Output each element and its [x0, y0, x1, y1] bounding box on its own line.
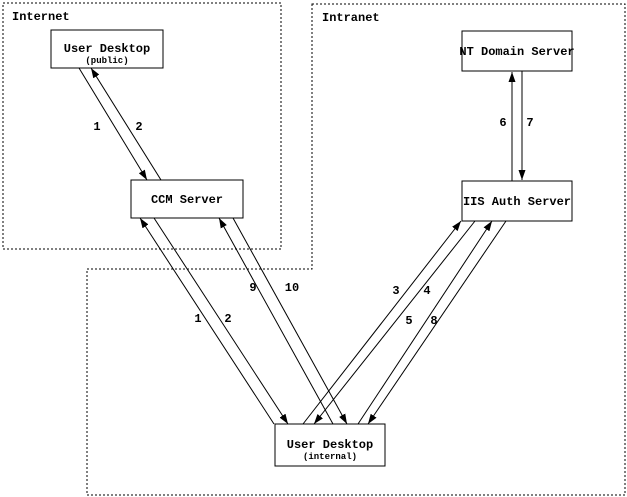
flow-1-internal-to-ccm-line — [139, 217, 275, 425]
user-desktop-internal-label: User Desktop — [287, 438, 373, 452]
flow-2-ccm-to-public-line — [90, 67, 162, 181]
internet-zone-label: Internet — [12, 10, 70, 24]
flow-5-internal-to-iis-label: 5 — [405, 314, 412, 328]
intranet-zone-border — [86, 3, 626, 496]
internet-zone-border — [2, 2, 282, 250]
nt-domain-server-box — [461, 30, 573, 72]
user-desktop-public-label: User Desktop — [64, 42, 150, 56]
flow-2-ccm-to-internal-label: 2 — [224, 312, 231, 326]
flow-10-ccm-to-internal-label: 10 — [285, 281, 299, 295]
flow-1-internal-to-ccm-label: 1 — [194, 312, 201, 326]
flow-8-iis-to-internal-line — [367, 220, 507, 425]
ccm-server-box — [130, 179, 244, 219]
flow-9-internal-to-ccm-line — [218, 217, 334, 425]
flow-5-internal-to-iis-line — [357, 220, 493, 425]
flow-4-iis-to-internal-label: 4 — [423, 284, 430, 298]
flow-10-ccm-to-internal-line — [232, 217, 348, 425]
iis-auth-server-label: IIS Auth Server — [463, 195, 571, 209]
flow-1-public-to-ccm-line — [78, 67, 148, 181]
edge-labels-layer: 1 2 1 2 9 10 3 4 5 8 6 7 — [93, 116, 533, 328]
flow-8-iis-to-internal-label: 8 — [430, 314, 437, 328]
flow-1-public-to-ccm-label: 1 — [93, 120, 100, 134]
user-desktop-public-sublabel: (public) — [85, 56, 128, 66]
flow-6-iis-to-nt-label: 6 — [499, 116, 506, 130]
flow-2-ccm-to-public-label: 2 — [135, 120, 142, 134]
flow-3-internal-to-iis-line — [302, 220, 462, 425]
ccm-server-label: CCM Server — [151, 193, 223, 207]
flow-7-nt-to-iis-label: 7 — [526, 116, 533, 130]
iis-auth-server-box — [461, 180, 573, 222]
edges-layer — [78, 67, 526, 425]
user-desktop-internal-sublabel: (internal) — [303, 452, 357, 462]
flow-2-ccm-to-internal-line — [153, 217, 289, 425]
nt-domain-server-label: NT Domain Server — [459, 45, 574, 59]
flow-4-iis-to-internal-line — [313, 220, 476, 425]
flow-9-internal-to-ccm-label: 9 — [249, 281, 256, 295]
user-desktop-internal-box — [274, 423, 386, 467]
user-desktop-public-box — [50, 29, 164, 69]
flow-3-internal-to-iis-label: 3 — [392, 284, 399, 298]
intranet-zone-label: Intranet — [322, 11, 380, 25]
